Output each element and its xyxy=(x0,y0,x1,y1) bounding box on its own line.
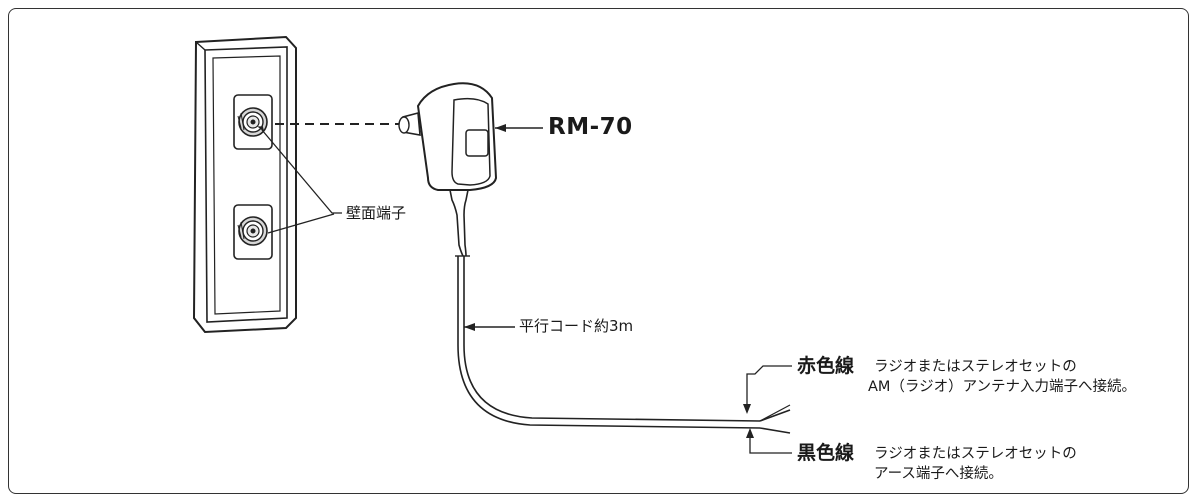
rm70-adapter xyxy=(398,82,498,257)
wall-plate xyxy=(192,35,297,334)
wall-terminal-label: 壁面端子 xyxy=(346,204,407,222)
black-wire-desc-line1: ラジオまたはステレオセットの xyxy=(874,446,1077,462)
wall-terminal-upper xyxy=(233,94,273,150)
cord-label: 平行コード約3m xyxy=(519,317,634,335)
red-wire-desc-line1: ラジオまたはステレオセットの xyxy=(874,359,1077,375)
model-label: RM-70 xyxy=(548,114,633,140)
rm70-arrow xyxy=(495,124,543,132)
black-wire-leader xyxy=(746,428,792,454)
red-wire-desc-line2: AM（ラジオ）アンテナ入力端子へ接続。 xyxy=(868,379,1137,395)
red-wire-name: 赤色線 xyxy=(797,355,855,377)
red-wire-leader xyxy=(743,365,792,414)
black-wire-desc-line2: アース端子へ接続。 xyxy=(874,466,1003,482)
cord-arrow xyxy=(464,323,515,331)
wall-terminal-leaders xyxy=(257,126,342,234)
black-wire-name: 黒色線 xyxy=(797,442,855,464)
parallel-cord xyxy=(457,256,791,434)
diagram-frame xyxy=(8,8,1189,494)
wall-terminal-lower xyxy=(233,204,273,260)
